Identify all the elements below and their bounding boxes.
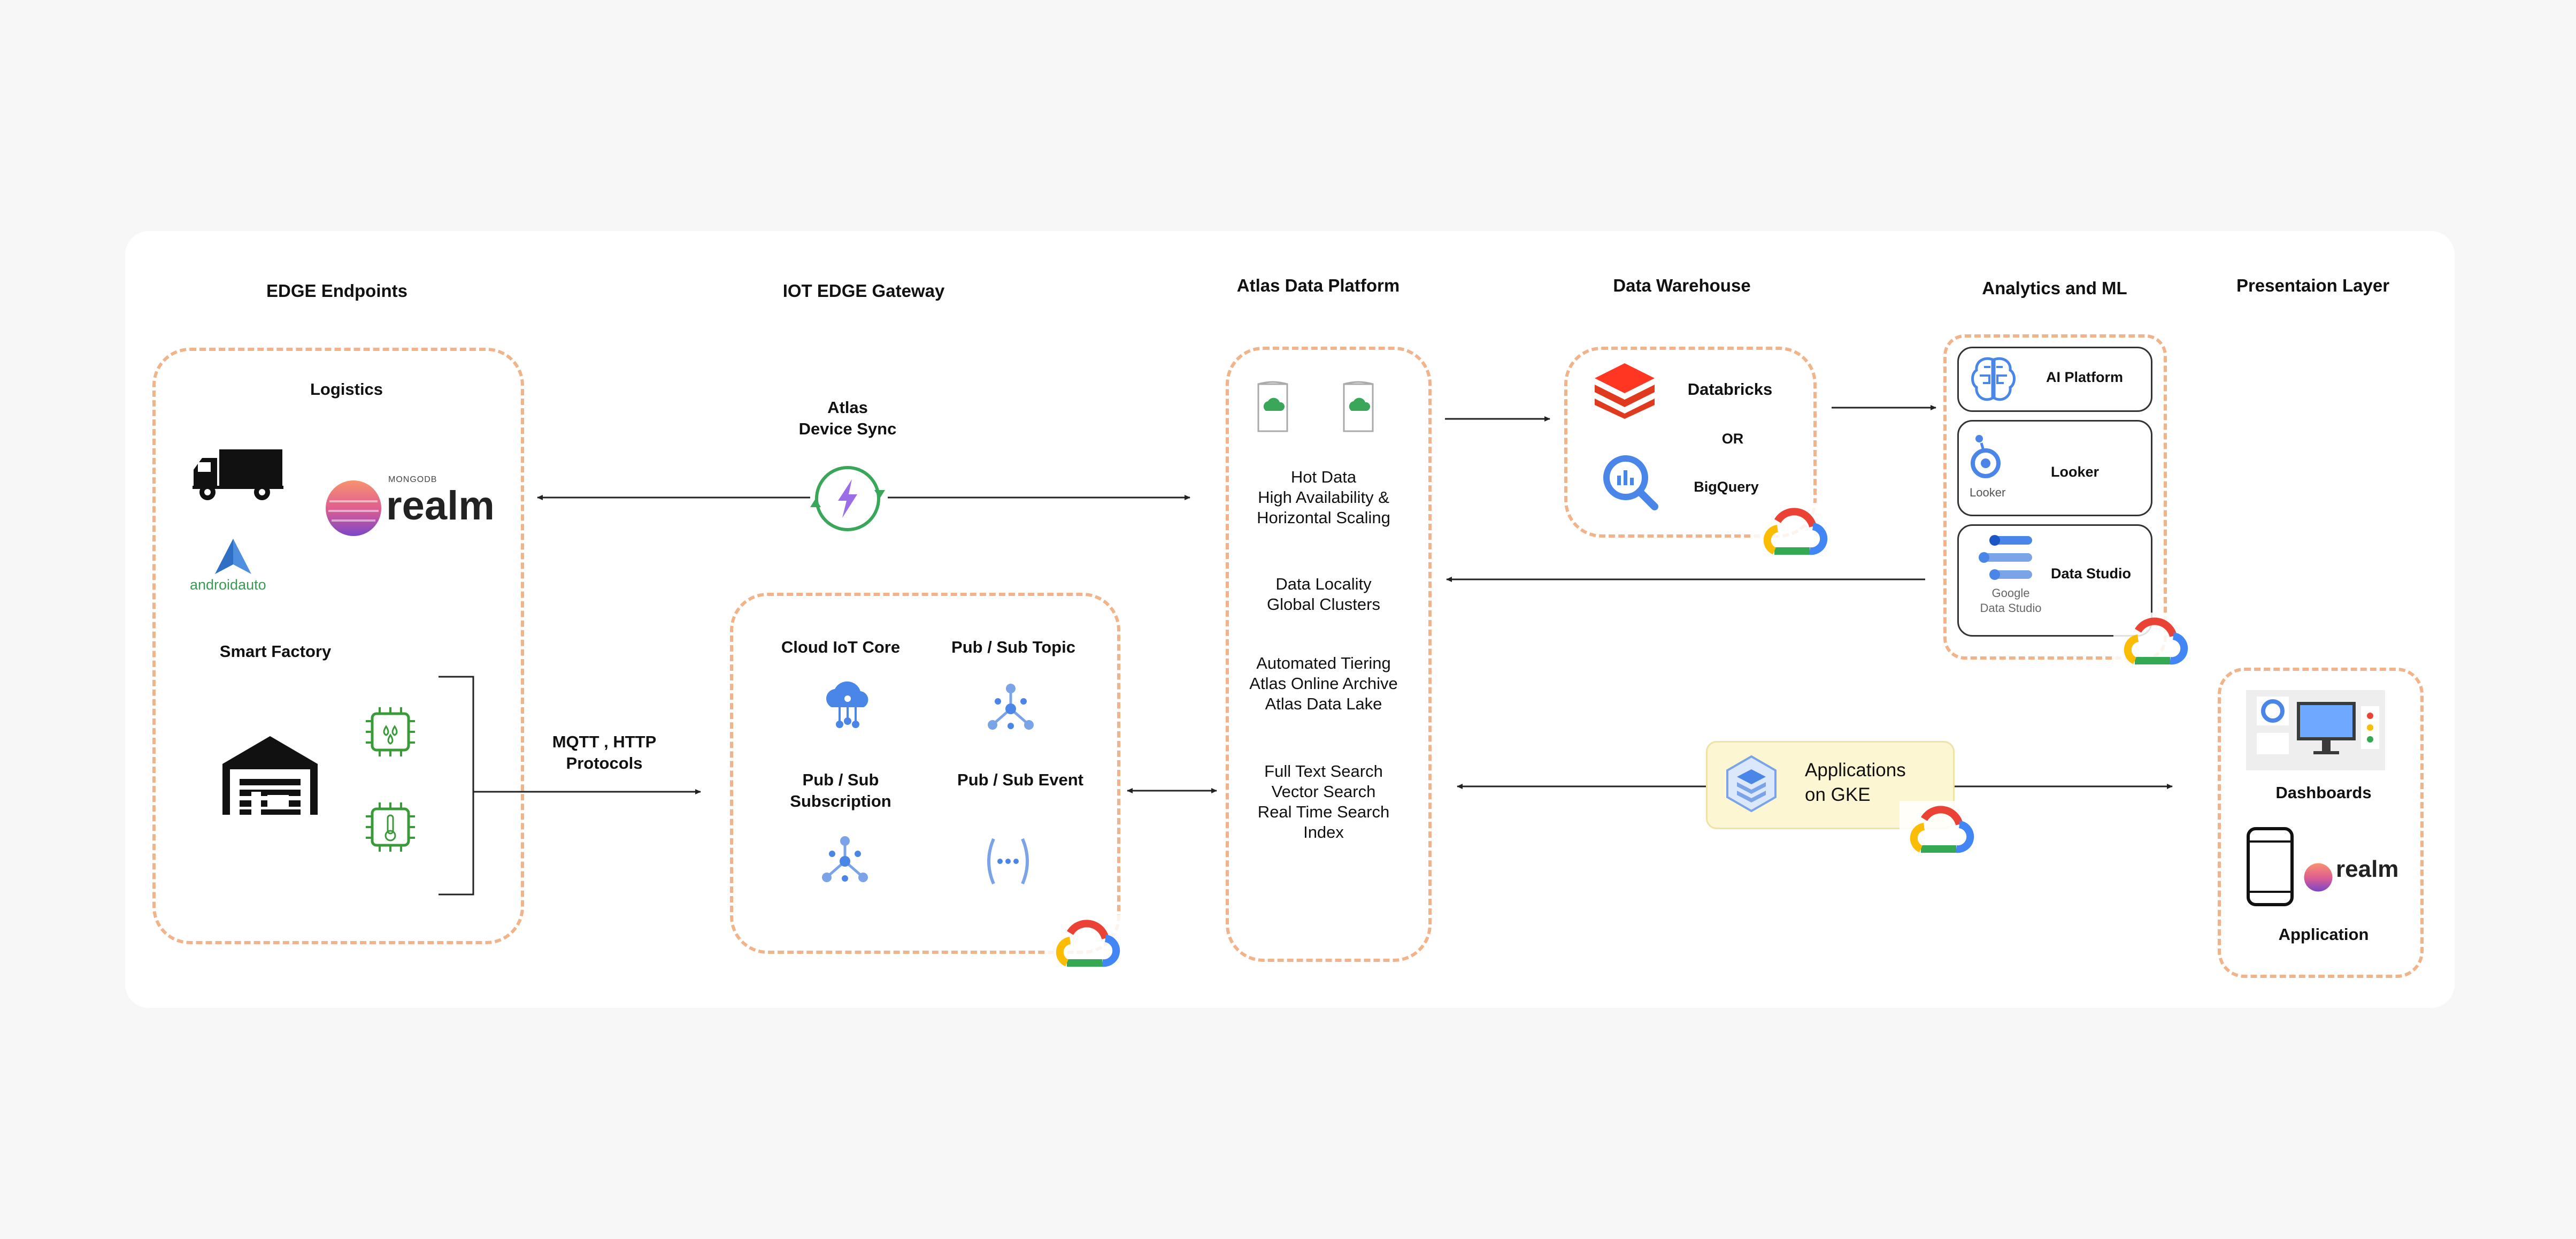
android-auto-wordmark: androidauto [190,577,266,593]
label-data-studio: Data Studio [2050,565,2132,582]
label-cloud-iot-core: Cloud IoT Core [781,638,901,656]
label-or: OR [1721,431,1744,447]
factory-warehouse-icon [222,736,318,815]
presentation-layer-box [2218,668,2424,978]
mobile-phone-icon [2247,827,2294,906]
label-mqtt-http: MQTT , HTTP [552,732,657,751]
label-atlas: Atlas [827,398,868,417]
cloud-iot-core-icon [826,681,868,728]
edge-endpoints-box [152,348,524,944]
gds-label-line2: Data Studio [1980,601,2042,615]
databricks-icon [1595,363,1655,419]
iot-gateway-box [730,593,1120,954]
google-cloud-icon-analytics [2113,613,2188,677]
google-cloud-icon-gateway [1045,915,1120,979]
label-device-sync: Device Sync [798,419,897,438]
heading-iot-edge-gateway: IOT EDGE Gateway [782,281,945,301]
gds-label-line1: Google [1991,586,2030,600]
label-applications: Applications [1805,760,1906,781]
label-smart-factory: Smart Factory [219,642,332,661]
google-cloud-icon-warehouse [1753,503,1828,567]
label-looker: Looker [2050,464,2100,480]
label-application: Application [2278,925,2369,944]
factory-bracket [439,676,474,896]
atlas-data-locality: Data Locality [1275,575,1372,593]
atlas-online-archive: Atlas Online Archive [1249,674,1398,693]
looker-card [1957,420,2152,516]
device-sync-icon [810,466,885,531]
pubsub-event-icon [987,838,1029,885]
atlas-index: Index [1303,823,1344,842]
realm-small-wordmark: realm [2336,856,2399,882]
atlas-db-icon-1 [1257,381,1288,432]
label-ai-platform: AI Platform [2046,369,2124,385]
label-pubsub-event: Pub / Sub Event [957,770,1083,789]
atlas-hot-data: Hot Data [1290,468,1357,486]
bigquery-icon [1603,455,1658,510]
dashboards-illustration-icon [2246,690,2385,770]
atlas-full-text-search: Full Text Search [1264,762,1383,781]
temperature-sensor-chip-icon [366,802,415,852]
realm-mongodb-label: MONGODB [388,475,437,484]
label-bigquery: BigQuery [1694,479,1759,495]
google-data-studio-icon [1979,535,2032,580]
gke-icon [1726,755,1777,813]
label-pubsub-subscription: Subscription [790,792,891,810]
label-on-gke: on GKE [1805,784,1871,805]
pubsub-subscription-icon [822,836,868,882]
analytics-ml-box [1943,334,2167,660]
atlas-high-availability: High Availability & [1258,488,1389,507]
heading-edge-endpoints: EDGE Endpoints [266,281,407,301]
atlas-real-time-search: Real Time Search [1257,802,1390,821]
pubsub-topic-icon [988,684,1034,730]
realm-wordmark: realm [386,483,495,529]
google-cloud-icon-gke [1900,801,1974,865]
realm-small-logo-icon [2304,863,2333,892]
ai-platform-brain-icon [1971,357,2016,401]
heading-presentation-layer: Presentaion Layer [2236,276,2390,295]
humidity-sensor-chip-icon [366,707,415,756]
atlas-automated-tiering: Automated Tiering [1256,654,1391,672]
heading-data-warehouse: Data Warehouse [1613,276,1751,295]
atlas-horizontal-scaling: Horizontal Scaling [1257,508,1390,527]
atlas-vector-search: Vector Search [1271,782,1376,801]
data-warehouse-box [1564,347,1817,538]
label-protocols: Protocols [566,754,643,773]
android-auto-icon [215,539,251,574]
atlas-data-platform-box [1226,347,1432,962]
realm-logo-icon [326,480,381,536]
label-dashboards: Dashboards [2275,783,2372,802]
label-logistics: Logistics [310,380,383,399]
label-databricks: Databricks [1687,380,1773,399]
atlas-db-icon-2 [1343,381,1374,432]
looker-icon [1971,435,2001,478]
truck-icon [193,449,283,500]
atlas-global-clusters: Global Clusters [1267,595,1380,614]
label-pubsub-topic: Pub / Sub Topic [951,638,1075,656]
label-pubsub-sub-line1: Pub / Sub [802,770,879,789]
atlas-data-lake: Atlas Data Lake [1265,694,1382,713]
heading-atlas-data-platform: Atlas Data Platform [1236,276,1400,295]
heading-analytics-ml: Analytics and ML [1982,278,2127,298]
looker-small-label: Looker [1970,486,2006,499]
